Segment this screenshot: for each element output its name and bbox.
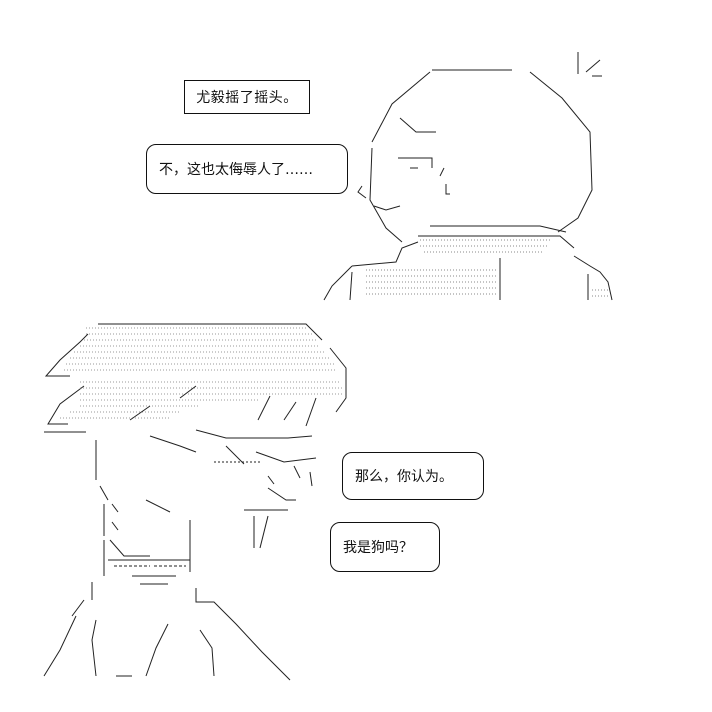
bubble-text-2: 那么，你认为。 — [355, 469, 453, 485]
speech-bubble-3: 我是狗吗？ — [330, 522, 440, 572]
speech-bubble-1: 不，这也太侮辱人了…… — [146, 144, 348, 194]
narration-caption: 尤毅摇了摇头。 — [184, 80, 310, 114]
speech-bubble-2: 那么，你认为。 — [342, 452, 484, 500]
lower-character-art — [43, 323, 347, 681]
bubble-text-3: 我是狗吗？ — [343, 540, 413, 556]
caption-text: 尤毅摇了摇头。 — [196, 90, 298, 106]
bubble-text-1: 不，这也太侮辱人了…… — [159, 162, 313, 178]
upper-character-art — [323, 52, 613, 301]
